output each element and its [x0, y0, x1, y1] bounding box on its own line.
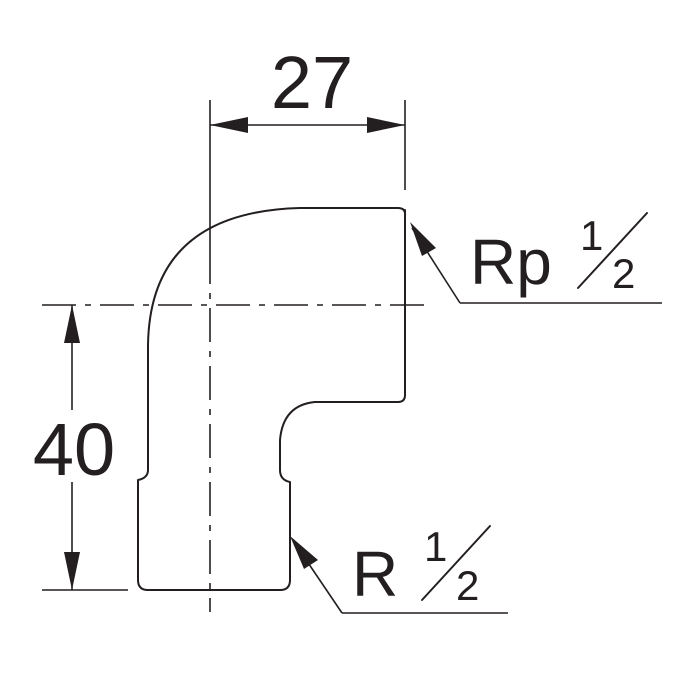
bottom-thread-numerator: 1: [424, 523, 447, 570]
height-dimension-label: 40: [33, 408, 115, 491]
leader-arrow-top-icon: [410, 222, 436, 256]
top-thread-denominator: 2: [612, 250, 635, 297]
arrow-right-icon: [367, 117, 405, 133]
bottom-thread-denominator: 2: [456, 562, 479, 609]
bottom-thread-fraction-slash: [421, 525, 491, 601]
height-label-backdrop: [28, 410, 118, 482]
width-dimension-label: 27: [271, 41, 353, 124]
arrow-up-icon: [64, 305, 80, 343]
top-thread-fraction-slash: [577, 212, 648, 289]
arrow-left-icon: [210, 117, 248, 133]
top-thread-numerator: 1: [580, 212, 603, 259]
leader-arrow-bottom-icon: [290, 536, 318, 569]
top-thread-prefix: Rp: [470, 226, 552, 298]
bottom-thread-prefix: R: [352, 538, 398, 610]
arrow-down-icon: [64, 552, 80, 590]
elbow-outline: [137, 207, 406, 591]
